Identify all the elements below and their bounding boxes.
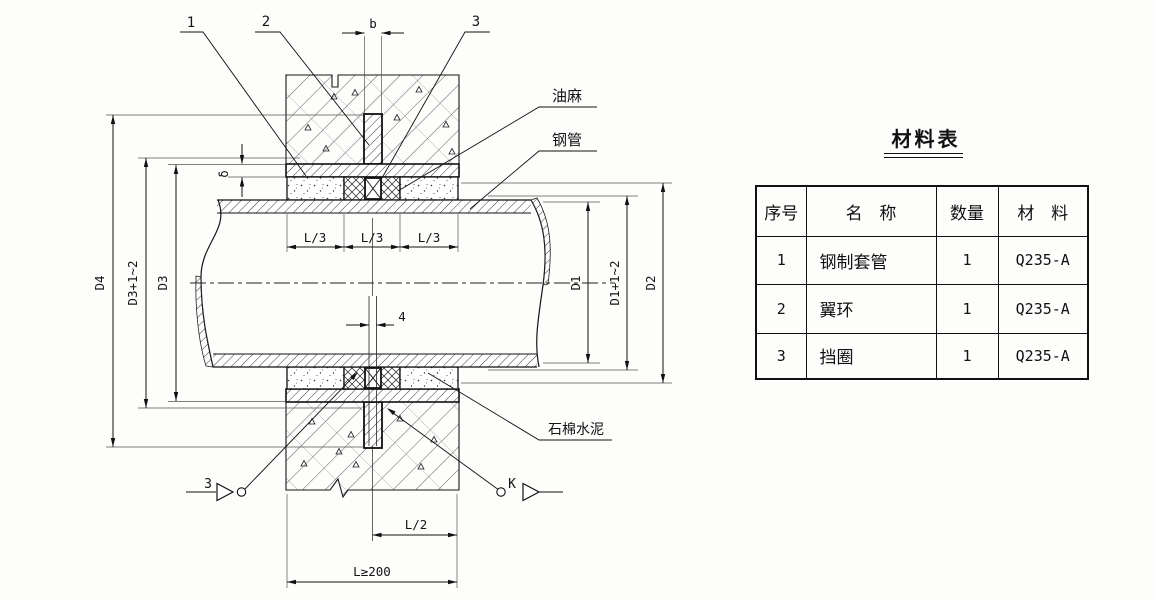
centerlines	[190, 218, 615, 541]
callout-oil-hemp: 油麻	[552, 88, 582, 105]
dim-label-d3: D3	[155, 275, 170, 290]
dimension-d1-plus: D1+1~2	[607, 196, 630, 370]
packing-bottom	[286, 366, 459, 390]
dim-label-4: 4	[398, 309, 406, 324]
materials-cell-qty: 1	[935, 332, 999, 380]
dimension-lmin: L≥200	[287, 564, 457, 585]
materials-cell-seq: 3	[755, 332, 807, 380]
materials-cell-name: 挡圈	[805, 332, 937, 380]
dimension-d3-plus: D3+1~2	[125, 158, 149, 408]
materials-table-title-underline	[884, 153, 963, 158]
dim-label-l3-3: L/3	[418, 230, 441, 245]
leader-callouts: 1 2 3 油麻 钢管 石棉水泥	[180, 14, 612, 441]
dim-label-l3-1: L/3	[304, 230, 327, 245]
pipe-break-right-crescent	[530, 197, 551, 286]
materials-table-header-row: 序号 名 称 数量 材 料	[755, 185, 1089, 237]
dim-label-d1: D1	[568, 275, 583, 290]
extension-lines	[106, 36, 672, 588]
dimension-l3-row: L/3 L/3 L/3	[287, 230, 458, 250]
dimension-d3: D3	[155, 165, 179, 401]
concrete-aggregate-marks	[304, 85, 456, 155]
steel-sleeve	[285, 163, 460, 403]
dimension-d2: D2	[643, 183, 666, 383]
leader-oil-hemp	[397, 106, 597, 192]
section-marker-k: K	[387, 408, 563, 502]
materials-table-title: 材料表	[891, 129, 961, 151]
materials-row-1: 1 钢制套管 1 Q235-A	[755, 235, 1089, 285]
dimension-delta: δ	[216, 144, 245, 197]
materials-cell-material: Q235-A	[997, 332, 1089, 380]
dim-label-b: b	[369, 16, 377, 31]
wing-ring-top	[363, 113, 383, 165]
leader-part-3	[381, 31, 490, 179]
dimension-d1: D1	[568, 202, 591, 363]
dim-label-l3-2: L/3	[361, 230, 384, 245]
materials-cell-qty: 1	[935, 235, 999, 285]
materials-row-3: 3 挡圈 1 Q235-A	[755, 332, 1089, 380]
section-marker-3: 3	[186, 372, 358, 502]
materials-cell-qty: 1	[935, 283, 999, 334]
leader-part-1	[180, 31, 307, 177]
materials-header-name: 名 称	[805, 185, 937, 237]
leader-part-2	[255, 31, 370, 146]
dim-label-lmin: L≥200	[353, 564, 391, 579]
materials-header-qty: 数量	[935, 185, 999, 237]
dimension-4: 4	[346, 309, 406, 328]
materials-header-seq: 序号	[755, 185, 807, 237]
dimensions: b δ D4 D3+1~2 D3	[92, 16, 666, 585]
part-label-1: 1	[187, 15, 195, 31]
materials-cell-seq: 1	[755, 235, 807, 285]
part-label-3: 3	[472, 14, 480, 30]
dimension-b: b	[342, 16, 404, 36]
steel-pipe	[195, 197, 551, 368]
retaining-ring-bottom	[364, 367, 382, 389]
section-label-3: 3	[204, 477, 212, 492]
pipe-break-left-crescent	[195, 275, 214, 368]
dim-label-d2: D2	[643, 275, 658, 290]
materials-cell-material: Q235-A	[997, 283, 1089, 334]
materials-cell-name: 钢制套管	[805, 235, 937, 285]
section-label-k: K	[508, 477, 516, 492]
wing-ring-bottom	[363, 401, 383, 449]
packing-top	[286, 176, 459, 201]
callout-asbestos-cement: 石棉水泥	[548, 421, 604, 437]
dimension-l2: L/2	[372, 517, 457, 538]
callout-steel-pipe: 钢管	[552, 132, 582, 149]
dim-label-delta: δ	[216, 170, 231, 178]
materials-cell-seq: 2	[755, 283, 807, 334]
leader-steel-pipe	[469, 150, 597, 210]
dim-label-d4: D4	[92, 275, 107, 290]
materials-cell-material: Q235-A	[997, 235, 1089, 285]
dim-label-l2: L/2	[405, 517, 428, 532]
dim-label-d1-plus: D1+1~2	[607, 260, 622, 305]
materials-cell-name: 翼环	[805, 283, 937, 334]
materials-header-material: 材 料	[997, 185, 1089, 237]
materials-row-2: 2 翼环 1 Q235-A	[755, 283, 1089, 334]
part-label-2: 2	[262, 14, 270, 30]
retaining-ring-top	[364, 177, 382, 200]
section-markers: 3 K	[186, 372, 563, 502]
leader-asbestos	[427, 372, 612, 441]
materials-table: 序号 名 称 数量 材 料 1 钢制套管 1 Q235-A 2 翼环 1 Q23…	[755, 185, 1089, 380]
dim-label-d3-plus: D3+1~2	[125, 260, 140, 305]
dimension-d4: D4	[92, 115, 116, 447]
